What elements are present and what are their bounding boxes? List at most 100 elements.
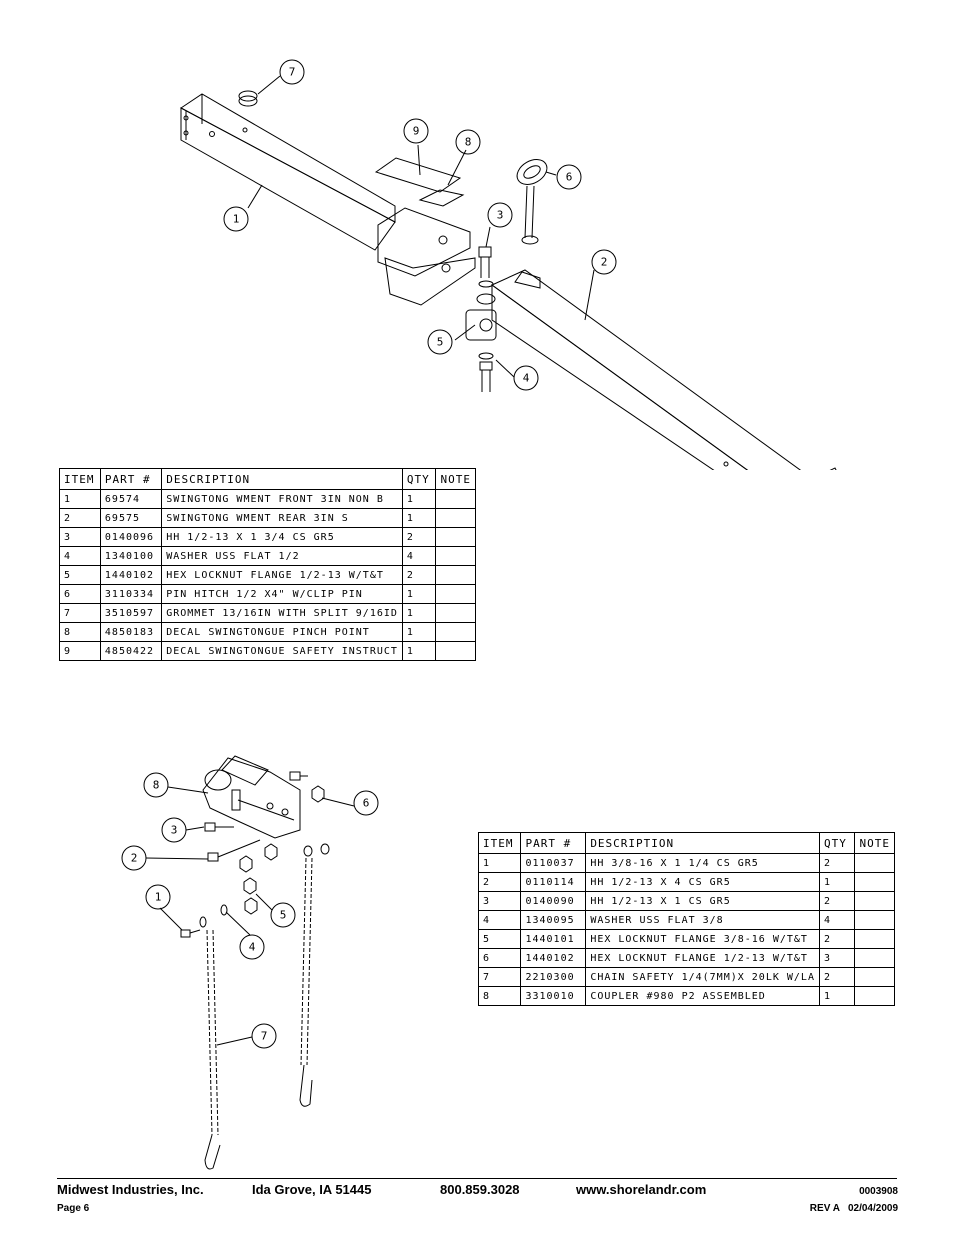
cell-item: 3 bbox=[477, 891, 522, 911]
header-item: ITEM bbox=[477, 832, 522, 854]
callout-label: 7 bbox=[289, 66, 296, 79]
callout-circle-6 bbox=[556, 164, 582, 190]
footer-website[interactable]: www.shorelandr.com bbox=[576, 1182, 707, 1197]
cell-description: WASHER USS FLAT 1/2 bbox=[161, 546, 403, 566]
cell-note bbox=[435, 584, 476, 604]
cell-note bbox=[435, 546, 476, 566]
cell-note bbox=[435, 489, 476, 509]
footer-page-number: Page 6 bbox=[57, 1203, 90, 1214]
cell-item: 8 bbox=[477, 986, 522, 1006]
cell-part: 0140090 bbox=[520, 891, 587, 911]
cell-note bbox=[854, 929, 895, 949]
cell-description: GROMMET 13/16IN WITH SPLIT 9/16ID bbox=[161, 603, 403, 623]
header-description: DESCRIPTION bbox=[585, 832, 820, 854]
cell-qty: 2 bbox=[401, 565, 437, 585]
cell-description: SWINGTONG WMENT FRONT 3IN NON B bbox=[161, 489, 403, 509]
callout-circle-8 bbox=[455, 129, 481, 155]
cell-item: 7 bbox=[59, 603, 101, 623]
callout-circle-1 bbox=[145, 884, 171, 910]
table-header-row: ITEM PART # DESCRIPTION QTY NOTE bbox=[59, 468, 476, 490]
cell-item: 1 bbox=[59, 489, 101, 509]
cell-note bbox=[854, 891, 895, 911]
header-qty: QTY bbox=[401, 468, 437, 490]
cell-item: 5 bbox=[59, 565, 101, 585]
lower-hardware bbox=[465, 280, 497, 392]
cell-part: 0110114 bbox=[520, 872, 587, 892]
callout-circle-4 bbox=[513, 365, 539, 391]
cell-part: 1440102 bbox=[99, 565, 163, 585]
cell-note bbox=[854, 853, 895, 873]
cell-item: 8 bbox=[59, 622, 101, 642]
footer-divider bbox=[57, 1178, 897, 1179]
coupler-hardware bbox=[180, 771, 330, 938]
cell-part: 0110037 bbox=[520, 853, 587, 873]
cell-qty: 1 bbox=[401, 641, 437, 661]
cell-note bbox=[435, 565, 476, 585]
cell-qty: 1 bbox=[401, 584, 437, 604]
cell-description: HH 1/2-13 X 1 CS GR5 bbox=[585, 891, 820, 911]
header-part: PART # bbox=[520, 832, 587, 854]
cell-note bbox=[435, 641, 476, 661]
hitch-pin bbox=[516, 159, 548, 245]
cell-qty: 2 bbox=[818, 967, 856, 987]
cell-note bbox=[854, 967, 895, 987]
cell-description: HH 3/8-16 X 1 1/4 CS GR5 bbox=[585, 853, 820, 873]
callout-label: 8 bbox=[465, 136, 472, 149]
cell-item: 2 bbox=[59, 508, 101, 528]
callout-label: 8 bbox=[153, 779, 160, 792]
cell-part: 3310010 bbox=[520, 986, 587, 1006]
header-note: NOTE bbox=[435, 468, 476, 490]
cell-qty: 2 bbox=[818, 891, 856, 911]
cell-note bbox=[854, 872, 895, 892]
callout-circle-7 bbox=[279, 59, 305, 85]
header-description: DESCRIPTION bbox=[161, 468, 403, 490]
callout-circle-3 bbox=[487, 202, 513, 228]
cell-description: CHAIN SAFETY 1/4(7MM)X 20LK W/LA bbox=[585, 967, 820, 987]
callout-label: 2 bbox=[131, 852, 138, 865]
callout-label: 1 bbox=[233, 213, 240, 226]
cell-item: 3 bbox=[59, 527, 101, 547]
header-qty: QTY bbox=[818, 832, 856, 854]
safety-chain-right bbox=[300, 857, 313, 1066]
callout-circle-2 bbox=[591, 249, 617, 275]
header-note: NOTE bbox=[854, 832, 895, 854]
cell-qty: 4 bbox=[401, 546, 437, 566]
cell-qty: 1 bbox=[818, 986, 856, 1006]
cell-description: HH 1/2-13 X 4 CS GR5 bbox=[585, 872, 820, 892]
callout-circle-1 bbox=[223, 206, 249, 232]
cell-qty: 1 bbox=[401, 622, 437, 642]
callout-circle-9 bbox=[403, 118, 429, 144]
chain-hook-right bbox=[299, 1064, 313, 1107]
callout-circle-2 bbox=[121, 845, 147, 871]
cell-part: 69575 bbox=[99, 508, 163, 528]
cell-part: 1440101 bbox=[520, 929, 587, 949]
cell-qty: 2 bbox=[401, 527, 437, 547]
callout-circle-4 bbox=[239, 934, 265, 960]
cell-part: 1340100 bbox=[99, 546, 163, 566]
callout-label: 6 bbox=[566, 171, 573, 184]
footer-phone: 800.859.3028 bbox=[440, 1182, 520, 1197]
cell-part: 2210300 bbox=[520, 967, 587, 987]
decal-safety bbox=[374, 157, 462, 193]
callout-label: 3 bbox=[171, 824, 178, 837]
table-header-row: ITEM PART # DESCRIPTION QTY NOTE bbox=[477, 832, 895, 854]
cell-qty: 1 bbox=[401, 489, 437, 509]
cell-item: 1 bbox=[477, 853, 522, 873]
cell-note bbox=[854, 986, 895, 1006]
grommet bbox=[238, 90, 258, 107]
header-part: PART # bbox=[99, 468, 163, 490]
callout-circle-5 bbox=[270, 902, 296, 928]
cell-item: 4 bbox=[59, 546, 101, 566]
cell-note bbox=[435, 527, 476, 547]
